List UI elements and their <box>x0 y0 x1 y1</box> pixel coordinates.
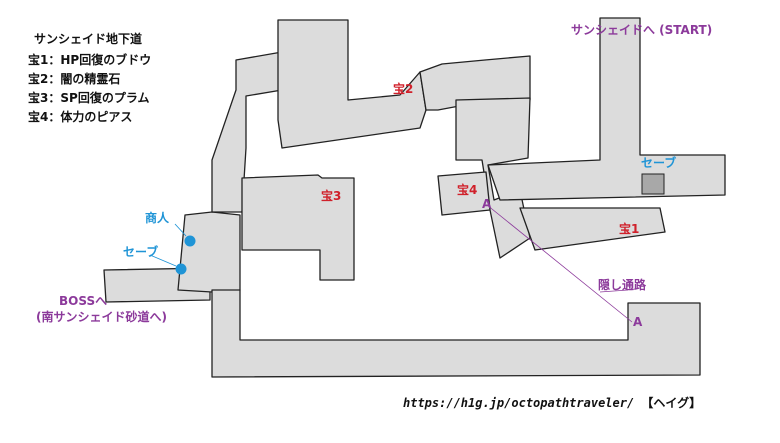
west-hall <box>177 211 241 293</box>
credit-author: 【ヘイグ】 <box>641 396 702 410</box>
treasure2-label: 宝2 <box>393 82 414 96</box>
merchant-marker <box>184 235 196 247</box>
treasure4-room <box>437 171 491 216</box>
boss-sublabel: (南サンシェイド砂道へ) <box>36 310 167 324</box>
save-left-pointer <box>149 254 177 267</box>
legend-row: 宝1：HP回復のブドウ <box>28 53 152 67</box>
save-right-label: セーブ <box>641 156 677 170</box>
warp-a-end: A <box>633 315 643 329</box>
legend: サンシェイド地下道 宝1：HP回復のブドウ 宝2：闇の精霊石 宝3：SP回復のプ… <box>28 30 151 127</box>
merchant-label: 商人 <box>145 211 170 225</box>
treasure3-chamber <box>241 174 355 281</box>
boss-label: BOSSへ <box>59 294 108 308</box>
legend-row: 宝4：体力のピアス <box>28 110 133 124</box>
treasure4-label: 宝4 <box>457 183 478 197</box>
merchant-pointer <box>174 223 187 237</box>
hidden-path-label: 隠し通路 <box>598 278 647 292</box>
save-left-marker <box>175 263 187 275</box>
save-block <box>641 173 665 195</box>
warp-a-start: A <box>482 197 492 211</box>
treasure1-label: 宝1 <box>619 222 640 236</box>
credit-url[interactable]: https://h1g.jp/octopathtraveler/ <box>403 396 635 410</box>
south-corridor <box>211 289 701 378</box>
map-title: サンシェイド地下道 <box>34 32 143 46</box>
treasure3-label: 宝3 <box>321 189 342 203</box>
treasure1-arm <box>519 207 666 251</box>
legend-row: 宝3：SP回復のプラム <box>28 91 150 105</box>
save-left-label: セーブ <box>123 245 159 259</box>
legend-row: 宝2：闇の精霊石 <box>28 72 121 86</box>
start-label: サンシェイドへ (START) <box>571 23 713 37</box>
east-corridor <box>487 17 726 201</box>
credit: https://h1g.jp/octopathtraveler/ 【ヘイグ】 <box>403 394 701 411</box>
hidden-path-pointer <box>599 289 629 293</box>
hidden-path-line <box>486 204 633 323</box>
